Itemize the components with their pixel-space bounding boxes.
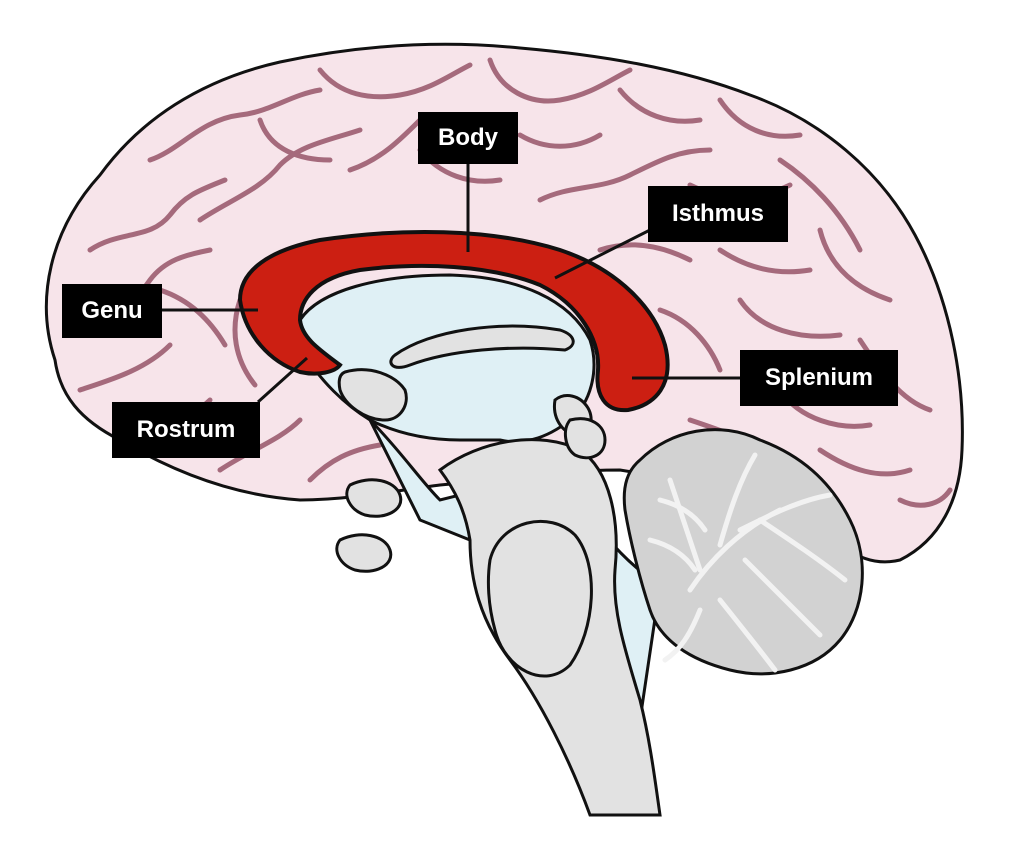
pons [486, 519, 593, 678]
label-isthmus: Isthmus [648, 186, 788, 242]
label-splenium: Splenium [740, 350, 898, 406]
label-genu: Genu [62, 284, 162, 338]
cerebellum [622, 428, 864, 676]
label-body: Body [418, 112, 518, 164]
leader-lines [158, 160, 740, 404]
thalamus [337, 368, 408, 422]
leader-line-rostrum [256, 356, 309, 404]
leader-line-isthmus [554, 228, 651, 280]
label-rostrum: Rostrum [112, 402, 260, 458]
cerebellum-folia [647, 452, 848, 673]
pituitary [335, 533, 393, 573]
colliculi [563, 417, 607, 460]
fornix [389, 324, 575, 369]
hypothalamus [345, 478, 403, 518]
